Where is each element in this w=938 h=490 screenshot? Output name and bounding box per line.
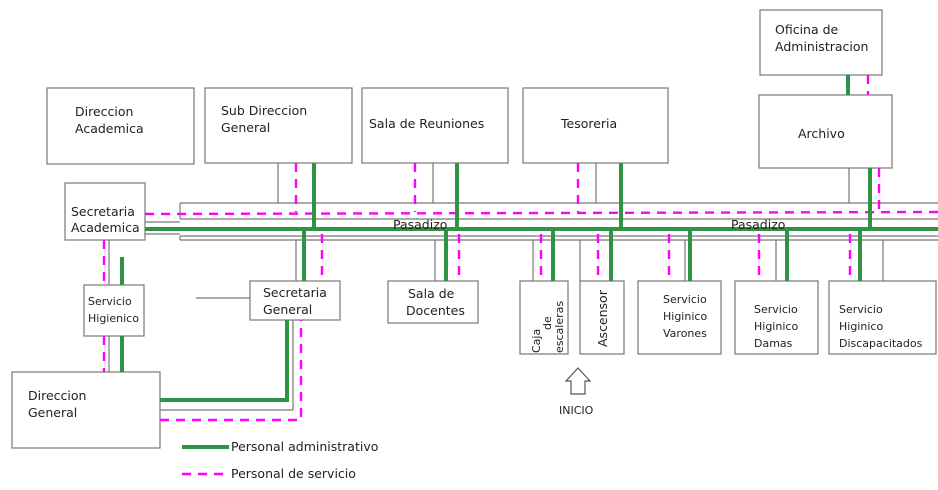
- room-label: Oficina de: [775, 22, 839, 37]
- room-label: General: [28, 405, 77, 420]
- room-label: Higinico: [839, 320, 883, 333]
- start-label: INICIO: [559, 404, 594, 417]
- corridor-label: Pasadizo: [393, 217, 447, 232]
- room-label: Academica: [71, 220, 140, 235]
- room-archivo: Archivo: [758, 94, 893, 169]
- room-servicio-higienico-varones: Servicio Higinico Varones: [637, 280, 722, 355]
- room-direccion-general: Direccion General: [11, 371, 161, 449]
- room-label: Archivo: [798, 126, 845, 141]
- room-label: Direccion: [28, 388, 86, 403]
- room-label: Servicio: [839, 303, 883, 316]
- room-label: Sub Direccion: [221, 103, 307, 118]
- room-label: Caja: [530, 329, 543, 353]
- legend-service-label: Personal de servicio: [231, 466, 356, 481]
- room-label: Servicio: [754, 303, 798, 316]
- room-label: General: [221, 120, 270, 135]
- corridor: [179, 202, 938, 241]
- room-connectors: [108, 163, 884, 411]
- room-label: Academica: [75, 121, 144, 136]
- room-sub-direccion-general: Sub Direccion General: [204, 87, 353, 164]
- room-label: Administracion: [775, 39, 868, 54]
- room-secretaria-academica: Secretaria Academica: [64, 182, 146, 241]
- room-servicio-higienico: Servicio Higienico: [83, 284, 145, 337]
- start-arrow-icon: [564, 367, 592, 395]
- corridor-label: Pasadizo: [731, 217, 785, 232]
- room-label: Damas: [754, 337, 793, 350]
- room-label: Varones: [663, 327, 707, 340]
- room-label: Servicio: [88, 295, 132, 308]
- room-direccion-academica: Direccion Academica: [46, 87, 195, 165]
- service-route: [102, 75, 938, 422]
- room-caja-escaleras: Caja de escaleras: [519, 280, 569, 355]
- room-servicio-higienico-damas: Servicio Higinico Damas: [734, 280, 819, 355]
- room-tesoreria: Tesoreria: [522, 87, 669, 164]
- room-servicio-higienico-discapacitados: Servicio Higinico Discapacitados: [828, 280, 937, 355]
- legend-admin-label: Personal administrativo: [231, 439, 378, 454]
- room-label: Docentes: [406, 303, 465, 318]
- room-label: Higinico: [663, 310, 707, 323]
- room-secretaria-general: Secretaria General: [249, 280, 341, 321]
- room-label: Higienico: [88, 312, 139, 325]
- room-label: Higinico: [754, 320, 798, 333]
- room-ascensor: Ascensor: [579, 280, 625, 355]
- room-label: escaleras: [553, 301, 566, 353]
- room-sala-docentes: Sala de Docentes: [387, 280, 479, 324]
- legend: Personal administrativo Personal de serv…: [182, 439, 378, 481]
- room-label: General: [263, 302, 312, 317]
- room-label: Discapacitados: [839, 337, 923, 350]
- room-sala-reuniones: Sala de Reuniones: [361, 87, 509, 164]
- room-label: de: [541, 316, 554, 330]
- admin-route: [120, 75, 938, 402]
- room-label: Direccion: [75, 104, 133, 119]
- room-label: Sala de: [408, 286, 455, 301]
- room-label: Sala de Reuniones: [369, 116, 484, 131]
- room-label: Tesoreria: [560, 116, 617, 131]
- room-label: Ascensor: [595, 289, 610, 347]
- room-label: Secretaria: [263, 285, 327, 300]
- room-oficina-administracion: Oficina de Administracion: [759, 9, 883, 76]
- room-label: Servicio: [663, 293, 707, 306]
- room-label: Secretaria: [71, 204, 135, 219]
